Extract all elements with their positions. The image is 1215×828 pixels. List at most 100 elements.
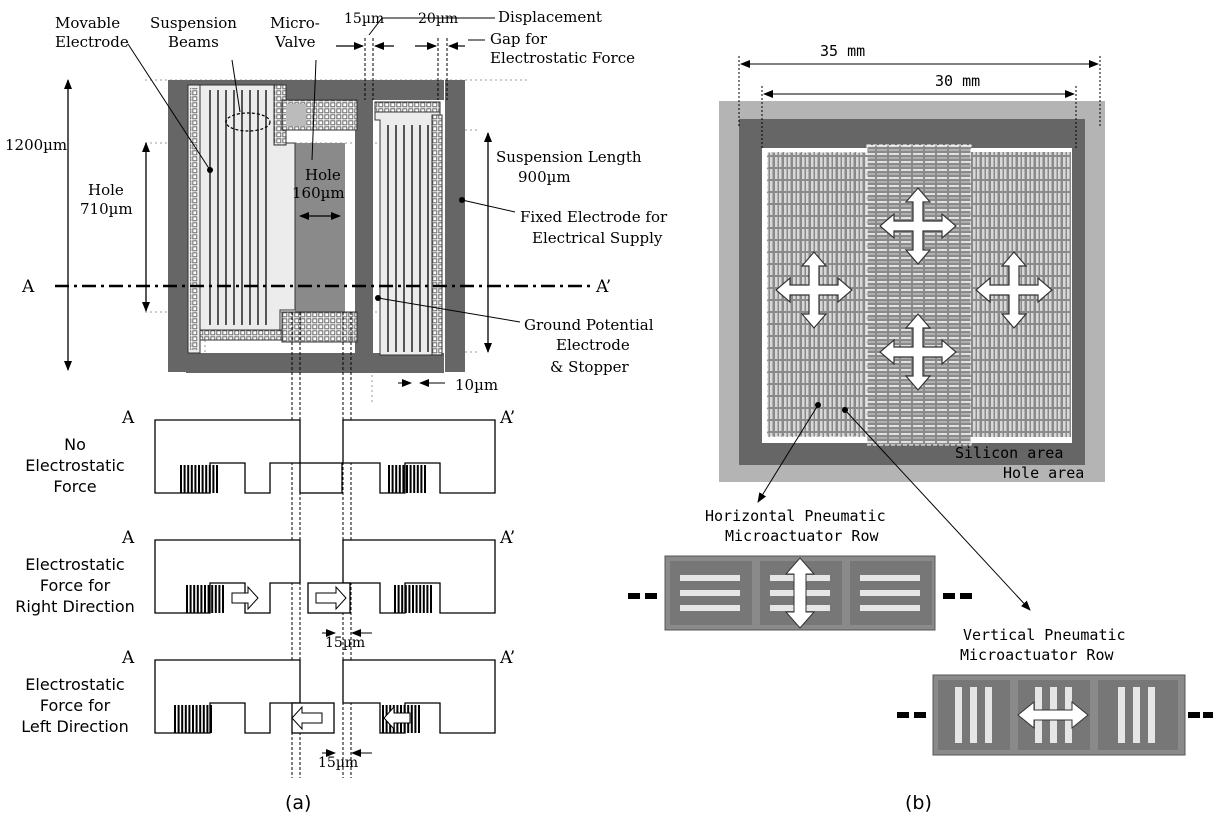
comb-tooth bbox=[410, 705, 413, 733]
svg-text:Microactuator Row: Microactuator Row bbox=[960, 646, 1114, 664]
svg-text:Beams: Beams bbox=[168, 33, 219, 51]
comb-tooth bbox=[177, 705, 180, 733]
comb-tooth bbox=[430, 585, 432, 613]
label-movable-electrode: Movable bbox=[55, 14, 120, 32]
right-arrow bbox=[315, 585, 347, 611]
comb-tooth bbox=[216, 465, 218, 493]
vertical-row-strip bbox=[897, 674, 1213, 756]
left-arrow bbox=[383, 705, 411, 731]
comb-tooth bbox=[196, 585, 199, 613]
cross-section-caption-line: Left Direction bbox=[21, 717, 128, 736]
cross-section-caption-line: Force for bbox=[40, 696, 111, 715]
right-block bbox=[342, 659, 496, 734]
svg-text:710µm: 710µm bbox=[80, 200, 133, 218]
fixed-electrode-left bbox=[168, 80, 188, 372]
cross-section-label-a-prime: A’ bbox=[499, 528, 515, 548]
legend-silicon-area: Silicon area bbox=[955, 444, 1063, 462]
comb-tooth bbox=[180, 465, 182, 493]
cross-section-caption-line: Electrostatic bbox=[25, 675, 124, 694]
micro-valve-block bbox=[299, 462, 343, 494]
comb-tooth bbox=[192, 705, 194, 733]
comb-tooth bbox=[402, 465, 405, 493]
cross-section-label-a-prime: A’ bbox=[499, 408, 515, 428]
comb-tooth bbox=[218, 585, 221, 613]
cross-section-label-a-prime: A’ bbox=[499, 648, 515, 668]
svg-text:160µm: 160µm bbox=[292, 184, 345, 202]
comb-tooth bbox=[413, 465, 416, 493]
left-block bbox=[154, 659, 301, 734]
comb-tooth bbox=[184, 705, 187, 733]
comb-tooth bbox=[186, 585, 188, 613]
svg-text:Valve: Valve bbox=[274, 33, 316, 51]
comb-tooth bbox=[415, 585, 418, 613]
comb-tooth bbox=[398, 465, 401, 493]
svg-text:Electrostatic Force: Electrostatic Force bbox=[490, 49, 635, 67]
label-hole-left: Hole bbox=[88, 181, 124, 199]
comb-tooth bbox=[391, 465, 394, 493]
comb-tooth bbox=[188, 705, 191, 733]
cross-section-caption-line: No bbox=[64, 435, 86, 454]
dim-35mm: 35 mm bbox=[820, 42, 865, 60]
svg-text:& Stopper: & Stopper bbox=[550, 358, 630, 376]
right-block bbox=[342, 539, 496, 614]
comb-tooth bbox=[397, 585, 400, 613]
center-hole bbox=[295, 143, 345, 313]
comb-tooth bbox=[420, 465, 423, 493]
comb-tooth bbox=[183, 465, 186, 493]
comb-tooth bbox=[408, 585, 411, 613]
comb-tooth bbox=[416, 465, 419, 493]
comb-tooth bbox=[424, 465, 426, 493]
comb-tooth bbox=[187, 465, 190, 493]
comb-tooth bbox=[195, 705, 198, 733]
dim-30mm: 30 mm bbox=[935, 72, 980, 90]
svg-text:Microactuator Row: Microactuator Row bbox=[725, 527, 879, 545]
dim-20-top: 20µm bbox=[418, 11, 458, 27]
comb-tooth bbox=[214, 585, 217, 613]
label-suspension-beams: Suspension bbox=[150, 14, 237, 32]
left-arrow bbox=[291, 705, 323, 731]
comb-tooth bbox=[205, 465, 208, 493]
comb-tooth bbox=[210, 705, 212, 733]
motion-arrows bbox=[775, 187, 1053, 391]
label-horizontal-row: Horizontal Pneumatic bbox=[705, 507, 886, 525]
dim-1200: 1200µm bbox=[5, 136, 67, 154]
cross-section-caption-line: Force for bbox=[40, 576, 111, 595]
dim-10: 10µm bbox=[455, 376, 498, 394]
left-block bbox=[154, 419, 301, 494]
caption-a: (a) bbox=[285, 792, 311, 814]
label-gap: Gap for bbox=[490, 30, 548, 48]
dim-15-top: 15µm bbox=[344, 11, 384, 27]
cross-section-label-a: A bbox=[121, 528, 135, 548]
comb-tooth bbox=[189, 585, 192, 613]
label-ground-potential: Ground Potential bbox=[524, 316, 654, 334]
comb-tooth bbox=[193, 585, 196, 613]
comb-tooth bbox=[212, 465, 215, 493]
cross-section-dim-15: 15µm bbox=[318, 755, 358, 771]
cross-section-caption-line: Force bbox=[53, 477, 96, 496]
comb-tooth bbox=[174, 705, 176, 733]
right-block bbox=[342, 419, 496, 494]
label-fixed-electrode: Fixed Electrode for bbox=[520, 208, 668, 226]
svg-text:Electrode: Electrode bbox=[556, 336, 630, 354]
label-hole-center: Hole bbox=[305, 166, 341, 184]
section-label-a-prime: A’ bbox=[595, 277, 611, 297]
cross-section-caption-line: Electrostatic bbox=[25, 555, 124, 574]
comb-tooth bbox=[202, 705, 205, 733]
comb-tooth bbox=[198, 465, 200, 493]
comb-tooth bbox=[206, 705, 209, 733]
svg-text:900µm: 900µm bbox=[518, 168, 571, 186]
label-displacement: Displacement bbox=[498, 8, 602, 26]
comb-tooth bbox=[412, 585, 414, 613]
comb-tooth bbox=[409, 465, 412, 493]
comb-tooth bbox=[414, 705, 417, 733]
comb-tooth bbox=[222, 585, 224, 613]
panel-b-labels: 35 mm 30 mm Silicon area Hole area Horiz… bbox=[705, 42, 1126, 664]
label-vertical-row: Vertical Pneumatic bbox=[963, 626, 1126, 644]
comb-tooth bbox=[207, 585, 210, 613]
comb-tooth bbox=[199, 705, 202, 733]
fixed-electrode-right bbox=[445, 80, 465, 372]
